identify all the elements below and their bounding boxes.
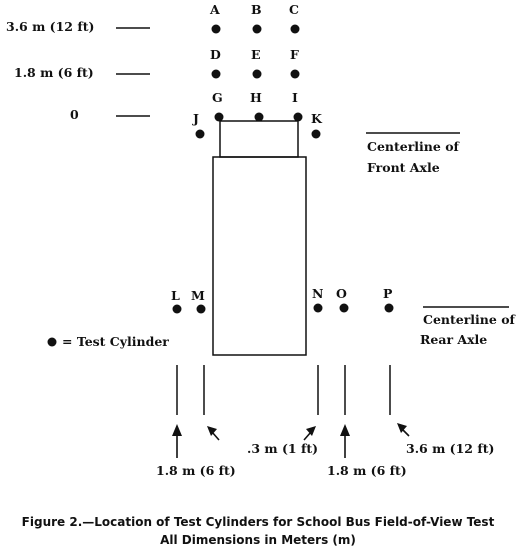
cylinder-dot-P [384,303,394,313]
cylinder-K: K [311,111,323,139]
cylinder-G: G [212,90,224,122]
cylinder-dot-G [214,112,224,122]
front-axle-label-2: Front Axle [367,160,440,175]
arrows [172,423,410,458]
bus-outline [212,120,307,356]
cylinder-D: D [210,47,221,79]
cylinder-A: A [209,2,221,34]
cylinder-dot-O [339,303,349,313]
cylinder-dot-B [252,24,262,34]
arrow-head-L [172,424,182,436]
cylinder-J: J [192,111,205,139]
cylinder-label-J: J [192,111,199,126]
cylinder-dot-K [311,129,321,139]
cylinder-label-D: D [210,47,221,62]
cylinder-F: F [290,47,300,79]
cylinder-dot-F [290,69,300,79]
cylinder-label-O: O [336,286,347,301]
front-axle-marker: Centerline of Front Axle [366,132,461,175]
cylinder-M: M [191,288,206,314]
arrow-head-N [306,426,316,436]
bus-body [212,156,307,356]
cylinder-P: P [383,286,394,313]
cylinder-L: L [171,288,182,314]
cylinder-label-N: N [312,286,323,301]
cylinder-dot-L [172,304,182,314]
bus-hood [219,120,299,158]
cylinder-O: O [336,286,349,313]
cylinder-dot-J [195,129,205,139]
spacing-label-left-outer: 1.8 m (6 ft) [156,463,236,478]
cylinder-label-E: E [251,47,261,62]
cylinder-label-B: B [251,2,262,17]
cylinder-label-A: A [209,2,220,17]
cylinder-dot-I [293,112,303,122]
level-row2: 1.8 m (6 ft) [14,65,150,80]
spacing-label-right-outer: 3.6 m (12 ft) [406,441,494,456]
arrow-head-P [397,423,407,433]
cylinder-label-H: H [250,90,262,105]
cylinder-C: C [289,2,300,34]
level-label-row1: 3.6 m (12 ft) [6,19,94,34]
cylinder-dot-E [252,69,262,79]
cylinder-label-G: G [212,90,223,105]
cylinder-I: I [292,90,303,122]
cylinder-label-I: I [292,90,298,105]
rear-axle-label-2: Rear Axle [420,332,487,347]
level-row1: 3.6 m (12 ft) [6,19,150,34]
cylinder-H: H [250,90,264,122]
cylinder-B: B [251,2,262,34]
arrow-head-O [340,424,350,436]
rear-axle-label-1: Centerline of [423,312,517,327]
legend-text: = Test Cylinder [62,334,169,349]
cylinder-N: N [312,286,323,313]
reference-lines [176,365,391,415]
cylinder-dot-M [196,304,206,314]
cylinder-label-M: M [191,288,205,303]
cylinder-label-F: F [290,47,299,62]
caption-line-2: All Dimensions in Meters (m) [160,533,356,547]
cylinder-E: E [251,47,262,79]
caption-line-1: Figure 2.—Location of Test Cylinders for… [22,515,495,529]
cylinder-dot-H [254,112,264,122]
front-axle-label-1: Centerline of [367,139,461,154]
cylinder-dot-D [211,69,221,79]
cylinder-label-P: P [383,286,393,301]
spacing-label-right-mid: 1.8 m (6 ft) [327,463,407,478]
level-row3: 0 [70,107,150,122]
legend-dot [47,337,57,347]
cylinder-dot-N [313,303,323,313]
legend: = Test Cylinder [47,334,169,349]
cylinder-dot-C [290,24,300,34]
rear-axle-marker: Centerline of Rear Axle [420,306,517,347]
cylinder-dot-A [211,24,221,34]
level-label-row2: 1.8 m (6 ft) [14,65,94,80]
cylinder-label-C: C [289,2,299,17]
level-label-row3: 0 [70,107,79,122]
cylinder-label-L: L [171,288,180,303]
cylinder-label-K: K [311,111,323,126]
arrow-head-M [207,426,217,436]
spacing-label-right-inner: .3 m (1 ft) [247,441,318,456]
